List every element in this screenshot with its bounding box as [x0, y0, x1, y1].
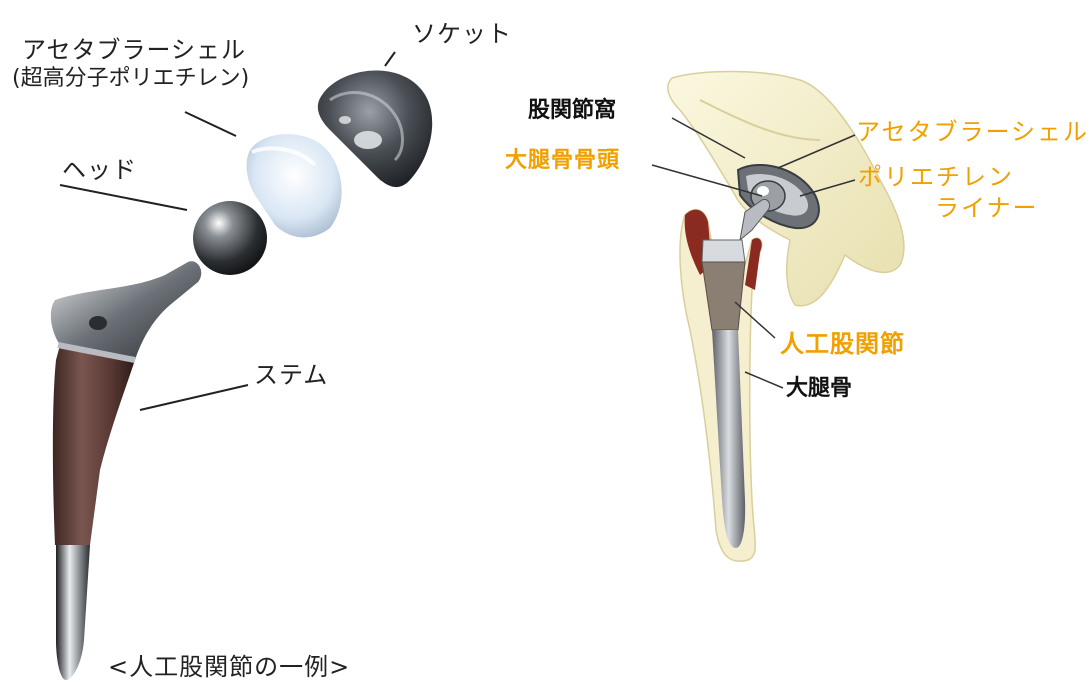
acetabular-shell-material-label: (超高分子ポリエチレン) [12, 66, 250, 91]
acetabular-shell-right-label: アセタブラーシェル [856, 118, 1088, 146]
stem-implant [50, 261, 202, 680]
caption: <人工股関節の一例> [108, 653, 351, 681]
artificial-hip-joint-label: 人工股関節 [780, 330, 905, 358]
femur-label: 大腿骨 [786, 376, 853, 401]
femoral-head-ball [193, 201, 267, 275]
femoral-head-label: 大腿骨骨頭 [505, 148, 621, 173]
socket-label: ソケット [412, 20, 512, 48]
head-label: ヘッド [62, 156, 137, 184]
stem-label: ステム [254, 361, 329, 389]
polyethylene-liner-label-2: ライナー [935, 194, 1039, 222]
acetabular-shell-label: アセタブラーシェル [22, 36, 247, 64]
socket-shell [317, 70, 433, 188]
polyethylene-liner-label-1: ポリエチレン [858, 163, 1014, 191]
implanted-stem [701, 198, 771, 548]
implanted-cup [736, 164, 820, 230]
hip-socket-label: 股関節窩 [528, 98, 617, 123]
liner-cup [246, 134, 342, 238]
